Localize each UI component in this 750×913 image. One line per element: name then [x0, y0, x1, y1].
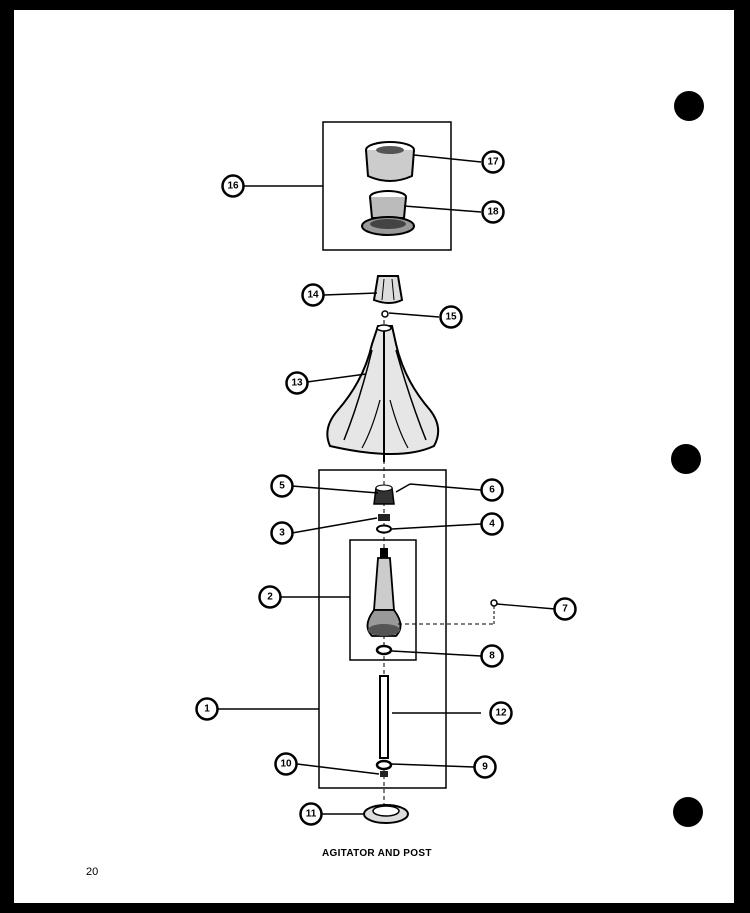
part-post [379, 675, 389, 759]
callout-9-label: 9 [482, 762, 488, 773]
callout-6: 6 [480, 478, 504, 502]
part-agitator [326, 324, 440, 462]
callout-5: 5 [270, 474, 294, 498]
callout-17: 17 [481, 150, 505, 174]
callout-10: 10 [274, 752, 298, 776]
callout-5-label: 5 [279, 481, 285, 492]
callout-14-label: 14 [307, 290, 319, 301]
page-number: 20 [86, 866, 99, 878]
part-nut [373, 484, 395, 505]
callout-13: 13 [285, 371, 309, 395]
callout-8: 8 [480, 644, 504, 668]
callout-8-label: 8 [489, 651, 495, 662]
callout-3-label: 3 [279, 528, 285, 539]
callout-6-label: 6 [489, 485, 495, 496]
callout-1: 1 [195, 697, 219, 721]
diagram-caption: AGITATOR AND POST [322, 848, 432, 859]
callout-13-label: 13 [291, 378, 303, 389]
part-spacer [378, 514, 390, 521]
part-base-seal [363, 804, 409, 824]
post-assembly-box [318, 469, 447, 789]
callout-17-label: 17 [487, 157, 499, 168]
callout-7-label: 7 [562, 604, 568, 615]
callout-15-label: 15 [445, 312, 457, 323]
part-cap [365, 141, 415, 182]
punch-hole-bottom [673, 797, 703, 827]
punch-hole-top [674, 91, 704, 121]
part-drive-block [366, 548, 402, 637]
callout-18-label: 18 [487, 207, 499, 218]
callout-9: 9 [473, 755, 497, 779]
part-small-washer [381, 310, 389, 318]
callout-16: 16 [221, 174, 245, 198]
callout-1-label: 1 [204, 704, 210, 715]
callout-12-label: 12 [495, 708, 507, 719]
callout-11-label: 11 [306, 809, 317, 820]
callout-15: 15 [439, 305, 463, 329]
callout-4: 4 [480, 512, 504, 536]
callout-10-label: 10 [280, 759, 292, 770]
punch-hole-middle [671, 444, 701, 474]
callout-2-label: 2 [267, 592, 273, 603]
part-pin [395, 483, 411, 493]
callout-2: 2 [258, 585, 282, 609]
callout-4-label: 4 [489, 519, 495, 530]
callout-14: 14 [301, 283, 325, 307]
callout-3: 3 [270, 521, 294, 545]
callout-7: 7 [553, 597, 577, 621]
part-lower-washer [375, 759, 393, 771]
part-small-cap [372, 275, 404, 304]
part-ring [375, 644, 393, 656]
part-retainer [361, 190, 415, 236]
part-washer [376, 524, 392, 534]
callout-11: 11 [299, 802, 323, 826]
callout-18: 18 [481, 200, 505, 224]
leader-lines [218, 154, 556, 815]
callout-16-label: 16 [227, 181, 239, 192]
drive-block-box [349, 539, 417, 661]
part-screw [398, 599, 498, 625]
callout-12: 12 [489, 701, 513, 725]
part-lower-spacer [380, 771, 388, 777]
